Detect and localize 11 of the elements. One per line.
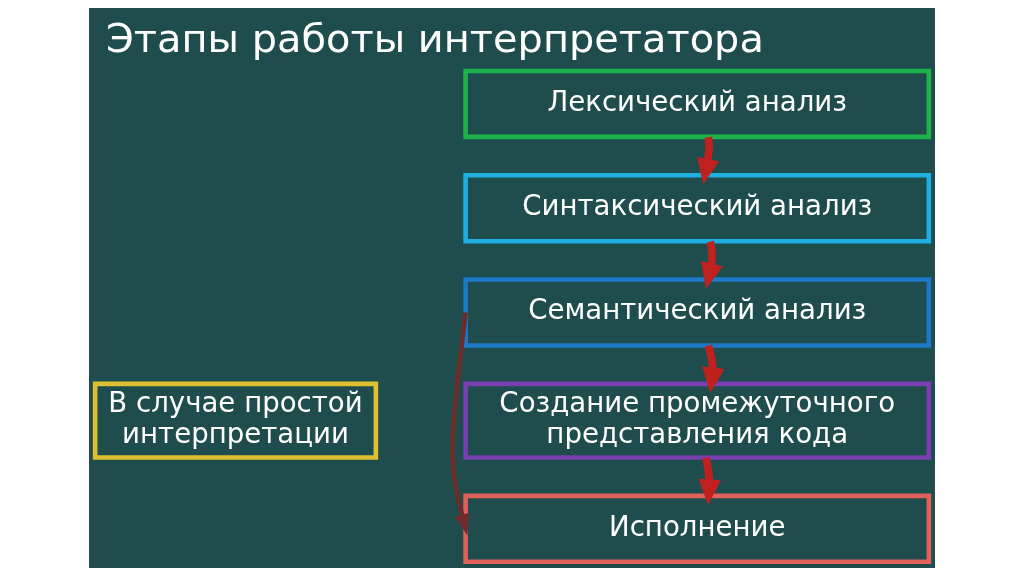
node-box: Создание промежуточного представления кода xyxy=(463,381,932,460)
arrow xyxy=(701,240,723,289)
arrow xyxy=(697,136,720,185)
node-box: Лексический анализ xyxy=(463,68,932,140)
diagram-title: Этапы работы интерпретатора xyxy=(105,15,764,62)
node-box: Исполнение xyxy=(463,493,932,565)
arrow xyxy=(702,344,725,394)
node-box: В случае простой интерпретации xyxy=(92,381,379,460)
arrow xyxy=(450,312,470,536)
node-box: Семантический анализ xyxy=(463,277,932,348)
node-box: Синтаксический анализ xyxy=(463,172,932,244)
